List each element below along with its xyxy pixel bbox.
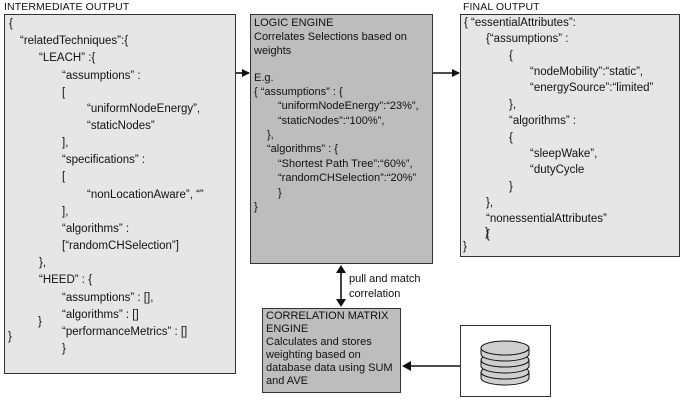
le-line: “staticNodes”:“100%”, (278, 115, 385, 127)
io-line: “assumptions” : (62, 70, 141, 82)
cm-line: and AVE (266, 375, 308, 387)
io-line: “performanceMetrics” : [] (62, 326, 188, 338)
io-line: [ (62, 87, 66, 99)
io-line: “HEED” : { (39, 274, 93, 286)
database-icon (480, 340, 530, 386)
pull-label-line1: pull and match (349, 273, 421, 285)
io-line: “relatedTechniques”:{ (20, 35, 129, 47)
pull-label-line2: correlation (349, 288, 401, 300)
fo-line: “nonessentialAttributes” (486, 213, 607, 225)
le-line: Correlates Selections based on (254, 31, 407, 43)
io-line: “algorithms” : (62, 223, 130, 235)
final-output-panel: { “essentialAttributes”: {“assumptions” … (460, 14, 680, 257)
intermediate-output-panel: { “relatedTechniques”:{ “LEACH” :{ “assu… (4, 14, 236, 374)
fo-line: “energySource”:“limited” (530, 82, 654, 94)
final-output-title: FINAL OUTPUT (463, 1, 540, 13)
io-line: } (8, 331, 12, 343)
io-line: } (38, 316, 42, 328)
le-line: weights (254, 45, 292, 57)
arrow-head-up (336, 265, 346, 273)
io-line: “uniformNodeEnergy”, (87, 103, 201, 115)
intermediate-output-title: INTERMEDIATE OUTPUT (4, 1, 130, 13)
fo-line: } (463, 241, 467, 253)
fo-line: }, (486, 197, 494, 209)
correlation-matrix-panel: CORRELATION MATRIX ENGINE Calculates and… (262, 308, 401, 393)
cm-line: CORRELATION MATRIX (266, 310, 389, 322)
fo-line: { (509, 132, 513, 144)
fo-line: “algorithms” : (509, 115, 577, 127)
cm-line: database data using SUM (266, 362, 393, 374)
fo-line: } (509, 181, 513, 193)
fo-line: } (485, 227, 489, 239)
le-line: E.g. (254, 72, 274, 84)
le-line: “randomCHSelection”:“20%” (278, 172, 417, 184)
fo-line: “dutyCycle (530, 164, 585, 176)
fo-line: { “essentialAttributes”: (464, 17, 576, 29)
arrow-head-down (336, 299, 346, 307)
cm-line: ENGINE (266, 323, 309, 335)
io-line: { (9, 18, 13, 30)
logic-engine-panel: LOGIC ENGINE Correlates Selections based… (250, 14, 433, 264)
io-line: “algorithms” : [] (62, 309, 139, 321)
cm-line: weighting based on (266, 349, 361, 361)
fo-line: { (486, 229, 490, 241)
fo-line: {“assumptions” : (486, 33, 569, 45)
arrow-head-left (402, 361, 411, 371)
fo-line: }, (509, 99, 517, 111)
fo-line: “sleepWake”, (530, 148, 598, 160)
io-line: ], (62, 137, 69, 149)
io-line: “nonLocationAware”, “” (87, 189, 204, 201)
io-line: “specifications” : (62, 154, 146, 166)
io-line: “assumptions” : [], (62, 292, 154, 304)
le-line: LOGIC ENGINE (254, 17, 334, 29)
io-line: [ (62, 171, 66, 183)
io-line: } (62, 343, 66, 355)
le-line: “algorithms” : { (267, 143, 338, 155)
le-line: }, (267, 129, 274, 141)
le-line: } (278, 187, 282, 199)
io-line: “LEACH” :{ (39, 52, 96, 64)
le-line: “Shortest Path Tree”:“60%”, (278, 158, 413, 170)
le-line: { “assumptions” : { (254, 86, 343, 98)
le-line: } (254, 201, 258, 213)
fo-line: “nodeMobility”:“static”, (530, 66, 644, 78)
le-line: “uniformNodeEnergy”:“23%”, (278, 100, 419, 112)
io-line: ], (62, 206, 69, 218)
io-line: }, (39, 257, 47, 269)
cm-line: Calculates and stores (266, 336, 372, 348)
io-line: [“randomCHSelection”] (62, 240, 179, 252)
database-box (460, 325, 551, 397)
fo-line: { (509, 50, 513, 62)
io-line: “staticNodes” (87, 120, 155, 132)
